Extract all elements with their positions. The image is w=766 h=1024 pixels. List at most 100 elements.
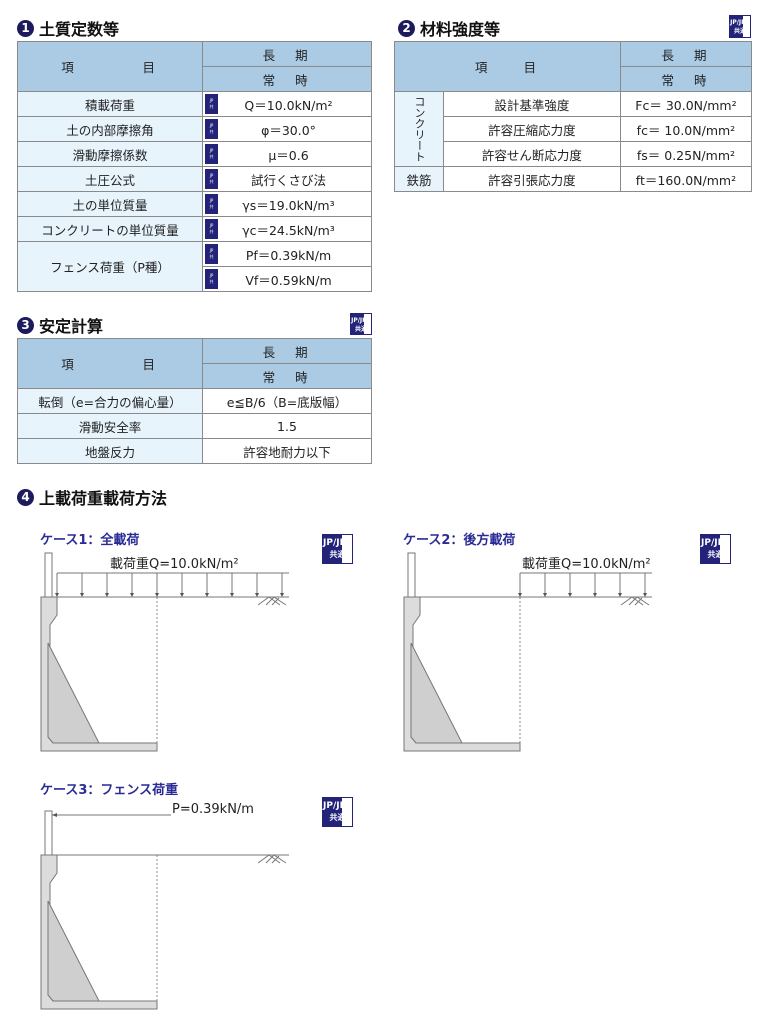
load-arrowhead [230, 593, 234, 597]
load-arrowhead [643, 593, 647, 597]
section-title-text: 材料強度等 [420, 20, 501, 39]
header-long: 長 期 [619, 41, 753, 67]
load-arrowhead [155, 593, 159, 597]
earth-pressure-area [410, 642, 463, 744]
section-number: 3 [17, 316, 34, 334]
header-normal: 常 時 [619, 66, 753, 92]
case-1-load-label: 載荷重Q=10.0kN/m² [110, 557, 239, 572]
fence-post [44, 552, 53, 598]
row-value: 許容地耐力以下 [202, 438, 372, 464]
load-arrowhead [255, 593, 259, 597]
fence-post [44, 810, 53, 856]
case-1-title: ケース1：全載荷 [40, 533, 140, 548]
header-normal: 常 時 [202, 66, 372, 92]
row-label: 許容引張応力度 [443, 166, 621, 192]
section-2-title: 2 材料強度等 [398, 16, 500, 40]
group-concrete: コンクリート [394, 91, 444, 167]
stability-table: 項 目長 期 常 時 転倒（e=合力の偏心量）e≦B/6（B=底版幅） 滑動安全… [17, 338, 372, 464]
load-arrowhead [205, 593, 209, 597]
load-arrowhead [180, 593, 184, 597]
section-title-text: 土質定数等 [39, 20, 120, 39]
ground-hatch [257, 854, 287, 864]
value-text: φ＝30.0° [261, 122, 316, 138]
value-text: Vf＝0.59kN/m [245, 272, 332, 288]
section-number: 2 [398, 19, 415, 37]
group-rebar: 鉄筋 [394, 166, 444, 192]
load-arrowhead [105, 593, 109, 597]
header-item: 項 目 [394, 41, 621, 92]
row-value: fs＝ 0.25N/mm² [619, 141, 753, 167]
fence-post [407, 552, 416, 598]
row-value: ft＝160.0N/mm² [619, 166, 753, 192]
row-label: コンクリートの単位質量 [17, 216, 203, 242]
row-label: 土の内部摩擦角 [17, 116, 203, 142]
fence-load-arrowhead [52, 813, 57, 817]
row-label: フェンス荷重（P種） [17, 241, 203, 292]
row-label: 土圧公式 [17, 166, 203, 192]
case-2-title: ケース2：後方載荷 [403, 533, 516, 548]
case-3-load-label: P=0.39kN/m [172, 802, 254, 817]
row-label: 滑動摩擦係数 [17, 141, 203, 167]
load-arrowhead [593, 593, 597, 597]
earth-pressure-area [47, 642, 100, 744]
load-arrowhead [80, 593, 84, 597]
value-text: μ＝0.6 [268, 147, 309, 163]
load-arrowhead [568, 593, 572, 597]
load-arrowhead [280, 593, 284, 597]
load-arrowhead [130, 593, 134, 597]
section-title-text: 安定計算 [39, 317, 104, 336]
case-2-load-label: 載荷重Q=10.0kN/m² [522, 557, 651, 572]
section-3-title: 3 安定計算 [17, 313, 103, 337]
row-value: 1.5 [202, 413, 372, 439]
value-text: γc＝24.5kN/m³ [242, 222, 335, 238]
section-title-text: 上載荷重載荷方法 [39, 489, 168, 508]
section-number: 1 [17, 19, 34, 37]
row-value: Fc＝ 30.0N/mm² [619, 91, 753, 117]
load-arrowhead [543, 593, 547, 597]
value-text: γs＝19.0kN/m³ [242, 197, 335, 213]
value-text: 試行くさび法 [250, 172, 326, 188]
row-value: fc＝ 10.0N/mm² [619, 116, 753, 142]
row-label: 滑動安全率 [17, 413, 203, 439]
load-arrowhead [618, 593, 622, 597]
load-arrowhead [518, 593, 522, 597]
case-3-title: ケース3：フェンス荷重 [40, 783, 179, 798]
row-label: 積載荷重 [17, 91, 203, 117]
row-label: 土の単位質量 [17, 191, 203, 217]
header-item: 項 目 [17, 41, 203, 92]
header-item: 項 目 [17, 338, 203, 389]
row-label: 転倒（e=合力の偏心量） [17, 388, 203, 414]
